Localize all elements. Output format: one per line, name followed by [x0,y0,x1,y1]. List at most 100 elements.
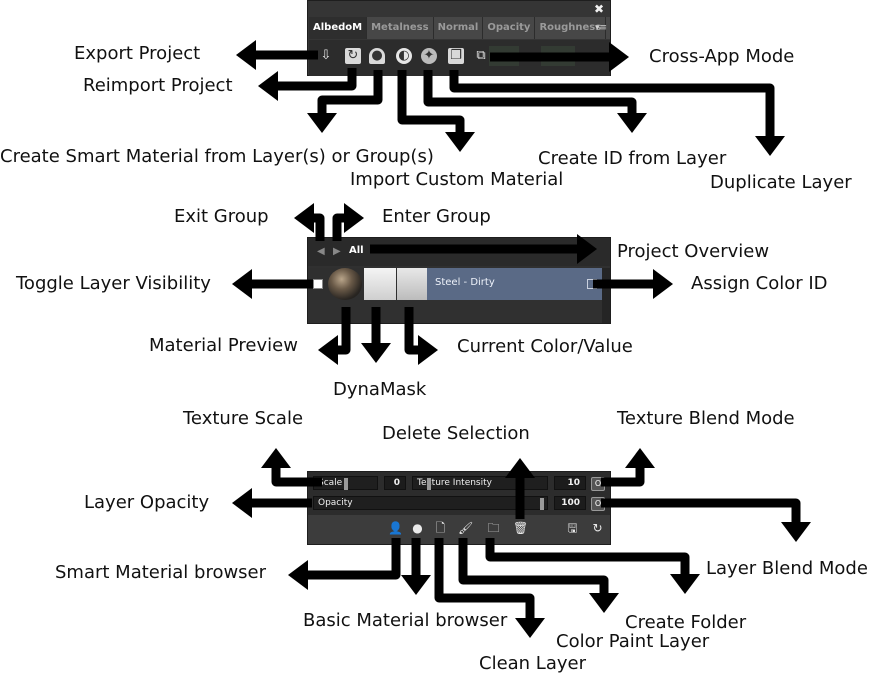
project-toolbar: ⇩ ↻ ● ◐ ✦ ❐ ⧉ [309,40,610,76]
arrow-basic-material-browser [401,538,431,595]
label-assign-color-id: Assign Color ID [691,273,828,294]
enter-group-icon[interactable]: ▶ [333,246,341,257]
arrow-layer-blend [601,498,811,542]
label-material-preview: Material Preview [149,335,298,356]
arrow-exit-group-head [294,203,314,233]
save-icon[interactable]: 🖫 [567,521,578,535]
label-reimport-project: Reimport Project [83,75,233,96]
arrow-cross-app-mode-head [609,42,629,72]
label-basic-material-browser: Basic Material browser [303,610,508,631]
arrow-texture-blend-head [625,448,655,468]
texture-intensity-value-field[interactable]: 10 [554,476,586,490]
delete-selection-icon[interactable]: 🗑 [513,521,529,535]
smart-material-browser-icon[interactable]: 👤 [388,521,403,535]
arrow-duplicate-layer-head [755,136,785,156]
label-create-smart-material: Create Smart Material from Layer(s) or G… [0,146,434,167]
arrow-basic-material-browser-head [401,575,431,595]
dynamask-thumbnail[interactable] [364,268,396,300]
label-enter-group: Enter Group [382,206,491,227]
channel-tab-bar: AlbedoM Metalness Normal Opacity Roughne… [309,17,610,39]
material-preview-thumbnail[interactable] [328,268,362,300]
export-tools-panel: ✖ AlbedoM Metalness Normal Opacity Rough… [307,0,611,76]
tab-normal[interactable]: Normal [434,17,484,39]
arrow-create-id [423,70,647,133]
label-current-color-value: Current Color/Value [457,336,633,357]
arrow-enter-group [332,203,364,241]
color-id-box[interactable] [587,279,597,289]
tab-albedom[interactable]: AlbedoM [309,17,368,39]
label-create-id-from-layer: Create ID from Layer [538,148,727,169]
arrow-export-project-head [236,40,256,70]
layer-blend-mode-button[interactable]: O [591,497,605,511]
label-toggle-layer-visibility: Toggle Layer Visibility [16,273,211,294]
layer-row[interactable]: Steel - Dirty [308,268,610,300]
opacity-slider[interactable]: Opacity [313,496,548,510]
arrow-smart-material-shaft [317,70,383,115]
panel-menu-icon[interactable]: ▾≡ [594,23,607,33]
arrow-material-preview-head [318,335,338,365]
reimport-icon[interactable]: ↻ [345,48,361,64]
scale-label: Scale [318,478,343,488]
export-icon[interactable]: ⇩ [320,48,332,63]
arrow-clean-layer-head [515,618,545,638]
project-overview-label[interactable]: All [349,245,364,256]
texture-intensity-slider-handle[interactable] [427,478,431,490]
arrow-export-project [236,40,318,70]
texture-intensity-slider[interactable]: Texture Intensity [412,476,548,490]
arrow-dynamask-head [361,343,391,363]
import-custom-material-icon[interactable]: ◐ [396,48,412,64]
arrow-create-folder [485,538,700,594]
arrow-import-custom-shaft [397,70,465,134]
current-color-swatch[interactable] [397,268,427,300]
label-texture-scale: Texture Scale [183,408,304,429]
label-export-project: Export Project [74,43,201,64]
smart-material-icon[interactable]: ● [369,48,385,64]
close-icon[interactable]: ✖ [593,2,604,16]
arrow-exit-group [294,203,325,241]
opacity-value-field[interactable]: 100 [554,496,586,510]
duplicate-layer-icon[interactable]: ❐ [448,48,464,64]
scale-slider-handle[interactable] [344,478,348,490]
arrow-import-custom [397,70,475,152]
arrow-create-id-shaft [423,70,637,115]
arrow-duplicate-layer [449,70,785,156]
label-duplicate-layer: Duplicate Layer [710,172,852,193]
color-paint-layer-icon[interactable]: 🖌 [458,521,474,535]
arrow-smart-material [307,70,383,133]
label-exit-group: Exit Group [174,206,269,227]
opacity-slider-row: Opacity 100 O [310,496,608,512]
toolbar-background-shape [489,46,519,66]
basic-material-browser-icon[interactable]: ● [412,521,423,535]
create-id-icon[interactable]: ✦ [421,48,437,64]
label-cross-app-mode: Cross-App Mode [649,46,795,67]
layer-name-cell[interactable]: Steel - Dirty [427,268,602,300]
label-delete-selection: Delete Selection [382,423,530,444]
texture-blend-mode-button[interactable]: O [591,477,605,491]
arrow-toggle-visibility-head [232,269,252,299]
label-import-custom-material: Import Custom Material [350,169,564,190]
cross-app-icon[interactable]: ⧉ [476,48,486,63]
tab-metalness[interactable]: Metalness [367,17,434,39]
tab-roughness[interactable]: Roughness [535,17,607,39]
create-folder-icon[interactable]: 🗀 [487,521,500,535]
exit-group-icon[interactable]: ◀ [317,246,325,257]
arrow-duplicate-layer-shaft [449,70,775,138]
arrow-reimport-project-head [258,71,278,101]
texture-intensity-label: Texture Intensity [417,478,492,488]
layer-visibility-toggle[interactable] [313,279,323,289]
layer-scrollbar[interactable] [602,268,610,323]
arrow-enter-group-head [344,203,364,233]
arrow-color-paint-layer [458,538,619,613]
layer-actions-toolbar: 👤 ● 🗋 🖌 🗀 🗑 🖫 ↻ [308,515,610,544]
refresh-icon[interactable]: ↻ [592,521,603,535]
arrow-clean-layer-shaft [434,538,535,620]
scale-value-field[interactable]: 0 [384,476,406,490]
label-texture-blend-mode: Texture Blend Mode [617,408,795,429]
opacity-slider-handle[interactable] [540,498,544,510]
scale-slider[interactable]: Scale [313,476,378,490]
clean-layer-icon[interactable]: 🗋 [435,521,446,535]
label-layer-opacity: Layer Opacity [84,492,210,513]
tab-opacity[interactable]: Opacity [483,17,536,39]
arrow-smart-material-browser [288,538,401,590]
arrow-layer-opacity-head [232,488,252,518]
